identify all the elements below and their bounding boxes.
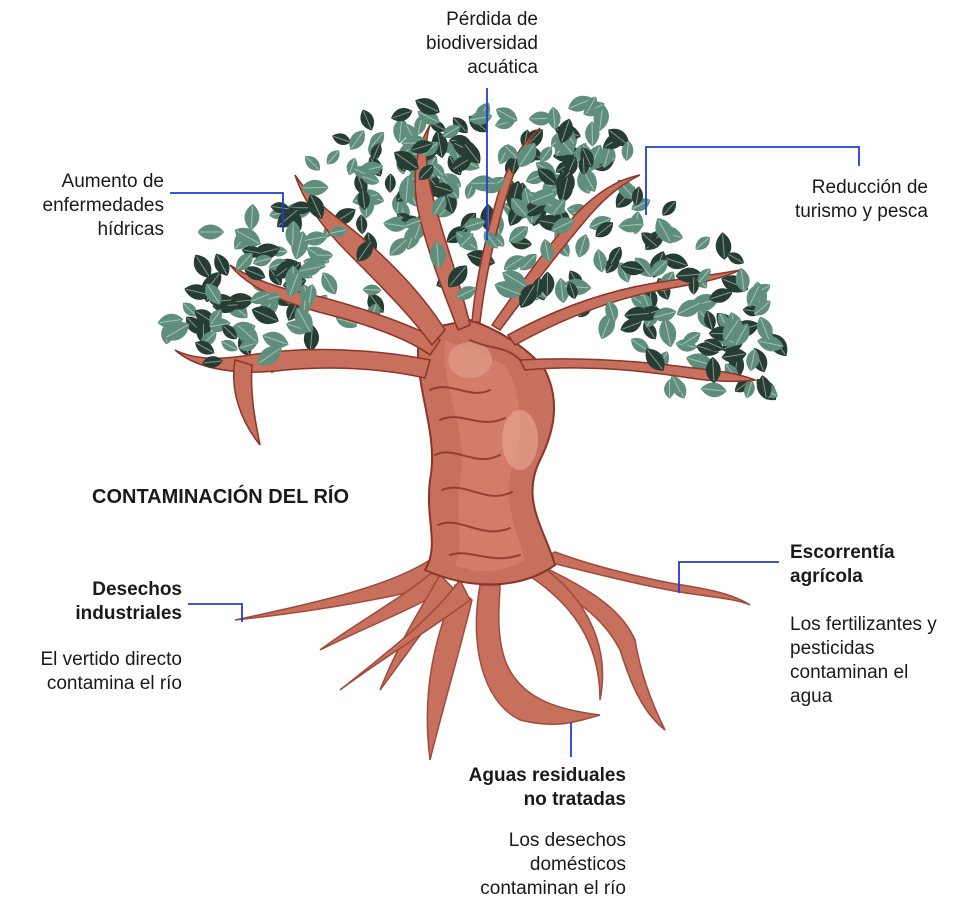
- cause-escorrentia-desc: Los fertilizantes y pesticidas contamina…: [790, 613, 937, 709]
- consequence-turismo: Reducción de turismo y pesca: [795, 176, 928, 224]
- cause-industriales-desc: El vertido directo contamina el río: [40, 648, 182, 696]
- leaf-shape: [317, 269, 342, 298]
- leaf-shape: [572, 232, 592, 259]
- leaf-shape: [301, 152, 324, 174]
- leaf-shape: [385, 173, 397, 193]
- leaf-shape: [330, 131, 352, 148]
- leaf-shape: [357, 107, 378, 133]
- cause-industriales-title: Desechos industriales: [75, 578, 182, 626]
- connector-enfermedades: [170, 193, 283, 232]
- connector-industriales: [188, 604, 242, 622]
- leaf-shape: [700, 381, 728, 398]
- leaf-shape: [363, 284, 382, 295]
- cause-aguas-title: Aguas residuales no tratadas: [469, 764, 626, 812]
- leaf-shape: [657, 317, 679, 349]
- leaf-shape: [692, 233, 713, 254]
- consequence-biodiversidad: Pérdida de biodiversidad acuática: [426, 8, 538, 80]
- leaf-shape: [659, 197, 680, 219]
- leaf-shape: [219, 337, 240, 355]
- consequence-enfermedades: Aumento de enfermedades hídricas: [43, 170, 164, 242]
- cause-aguas-desc: Los desechos domésticos contaminan el rí…: [480, 829, 626, 901]
- main-title: CONTAMINACIÓN DEL RÍO: [92, 486, 349, 509]
- leaf-shape: [244, 204, 261, 231]
- leaf-shape: [198, 225, 224, 240]
- cause-escorrentia-title: Escorrentía agrícola: [790, 541, 895, 589]
- leaf-shape: [323, 147, 343, 168]
